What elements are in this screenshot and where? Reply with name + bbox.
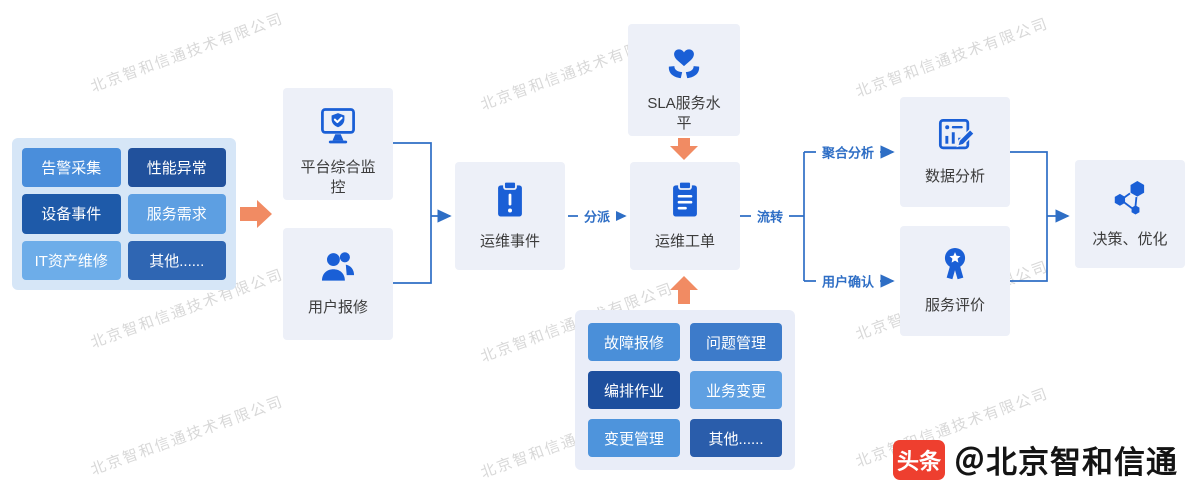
hexagon-network-icon — [1108, 175, 1152, 221]
event-sources-panel: 告警采集 性能异常 设备事件 服务需求 IT资产维修 其他...... — [12, 138, 236, 290]
sources-to-monitor-arrow — [240, 200, 272, 228]
node-decision: 决策、优化 — [1075, 160, 1185, 268]
node-sla: SLA服务水平 — [628, 24, 740, 136]
tile-orchestration-job: 编排作业 — [588, 371, 680, 409]
clipboard-alert-icon — [488, 177, 532, 223]
tile-performance-anomaly: 性能异常 — [127, 148, 226, 188]
toutiao-logo: 头条 — [893, 439, 945, 480]
node-service-eval: 服务评价 — [900, 226, 1010, 336]
tile-alert-collection: 告警采集 — [22, 148, 121, 188]
types-up-arrow — [670, 276, 698, 304]
node-label: 运维事件 — [479, 233, 540, 250]
toutiao-branding: 头条 ＠北京智和信通 — [893, 437, 1178, 482]
tile-business-change: 业务变更 — [690, 371, 782, 409]
node-label: SLA服务水平 — [647, 95, 721, 133]
tile-others-sources: 其他...... — [127, 240, 226, 280]
node-platform-monitor: 平台综合监控 — [283, 88, 393, 200]
node-label: 平台综合监控 — [300, 159, 376, 197]
node-ops-event: 运维事件 — [455, 162, 565, 270]
node-ops-ticket: 运维工单 — [630, 162, 740, 270]
tile-problem-management: 问题管理 — [690, 323, 782, 361]
node-label: 数据分析 — [924, 168, 985, 185]
tile-change-management: 变更管理 — [588, 419, 680, 457]
node-label: 用户报修 — [307, 299, 368, 316]
edge-label-dispatch: 分派 — [577, 205, 617, 227]
node-user-repair: 用户报修 — [283, 228, 393, 340]
heart-hands-icon — [662, 39, 706, 85]
tile-others-types: 其他...... — [690, 419, 782, 457]
brand-handle: ＠北京智和信通 — [954, 445, 1178, 480]
clipboard-icon — [663, 177, 707, 223]
node-label: 服务评价 — [924, 297, 985, 314]
edge-label-aggregate-analysis: 聚合分析 — [815, 141, 881, 163]
node-label: 决策、优化 — [1092, 231, 1168, 248]
sla-down-arrow — [670, 138, 698, 160]
tile-service-demand: 服务需求 — [127, 194, 226, 234]
monitor-check-icon — [316, 103, 360, 149]
node-label: 运维工单 — [654, 233, 715, 250]
edge-label-flow: 流转 — [750, 205, 790, 227]
edge-label-user-confirm: 用户确认 — [815, 270, 881, 292]
tile-it-asset-repair: IT资产维修 — [22, 240, 121, 280]
users-icon — [316, 243, 360, 289]
medal-icon — [933, 241, 977, 287]
tile-fault-repair: 故障报修 — [588, 323, 680, 361]
node-data-analysis: 数据分析 — [900, 97, 1010, 207]
tile-device-event: 设备事件 — [22, 194, 121, 234]
chart-pencil-icon — [933, 112, 977, 158]
ticket-types-panel: 故障报修 问题管理 编排作业 业务变更 变更管理 其他...... — [575, 310, 795, 470]
orange-arrows — [240, 138, 698, 304]
